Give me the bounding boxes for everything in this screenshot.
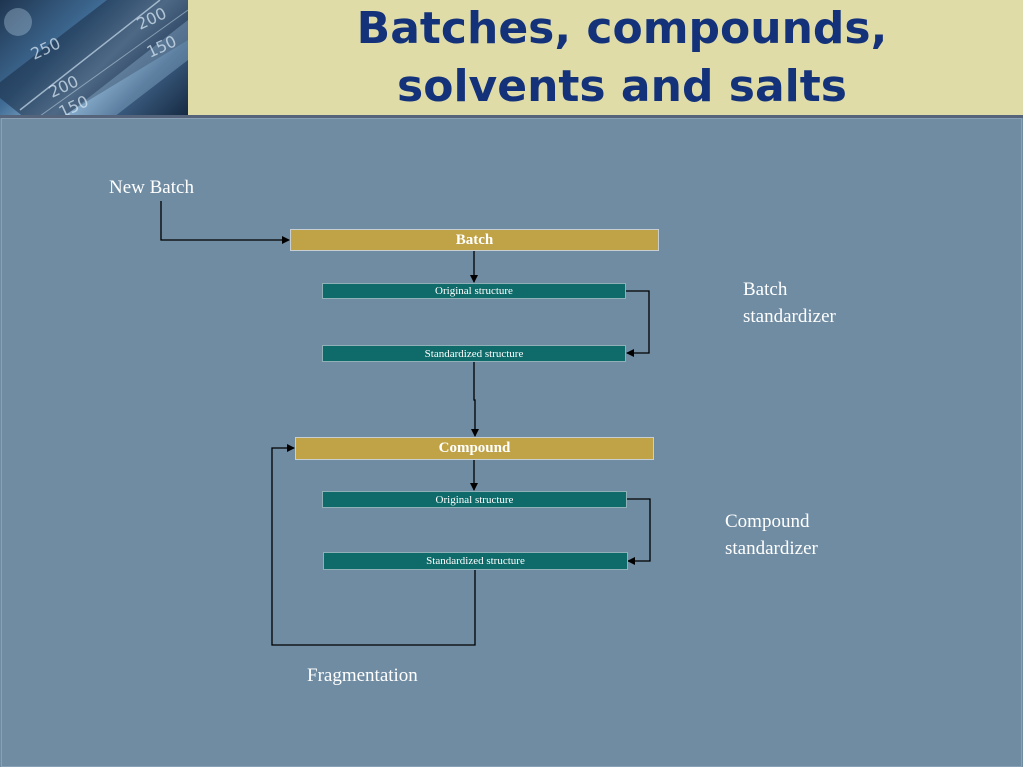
header-decorative-image: 250 200 200 150 150 (0, 0, 188, 116)
batch-box: Batch (290, 229, 659, 251)
gauge-dial-icon: 250 200 200 150 150 (0, 0, 188, 116)
batch-standardizer-label: Batch standardizer (743, 276, 836, 330)
batch-standardized-structure-label: Standardized structure (424, 347, 524, 360)
compound-standardizer-arrow (627, 498, 651, 565)
compound-original-structure-label: Original structure (435, 493, 514, 506)
compound-standardizer-line1: Compound (725, 511, 810, 532)
slide-title: Batches, compounds, solvents and salts (356, 3, 888, 112)
compound-standardized-structure-label: Standardized structure (426, 555, 525, 567)
compound-standardized-structure-box: Standardized structure (323, 552, 628, 570)
compound-box-label: Compound (438, 440, 511, 456)
compound-standardizer-line2: standardizer (725, 538, 818, 559)
new-batch-arrow (160, 201, 290, 244)
fragmentation-label: Fragmentation (307, 665, 418, 686)
compound-standardizer-label: Compound standardizer (725, 508, 818, 562)
batch-standardizer-line2: standardizer (743, 306, 836, 327)
batch-standardizer-arrow (626, 290, 650, 357)
batch-box-label: Batch (455, 231, 494, 248)
compound-box: Compound (295, 437, 654, 460)
batch-standardized-structure-box: Standardized structure (322, 345, 626, 362)
fragmentation-arrow (271, 444, 476, 646)
new-batch-label: New Batch (109, 177, 194, 198)
batch-original-structure-label: Original structure (435, 285, 513, 297)
compound-original-structure-box: Original structure (322, 491, 627, 508)
batch-original-structure-box: Original structure (322, 283, 626, 299)
batch-standardizer-line1: Batch (743, 279, 788, 300)
slide-header: 250 200 200 150 150 Batches, compounds, … (0, 0, 1023, 116)
standardized-to-compound-arrow (471, 362, 479, 437)
header-divider (0, 115, 1023, 118)
